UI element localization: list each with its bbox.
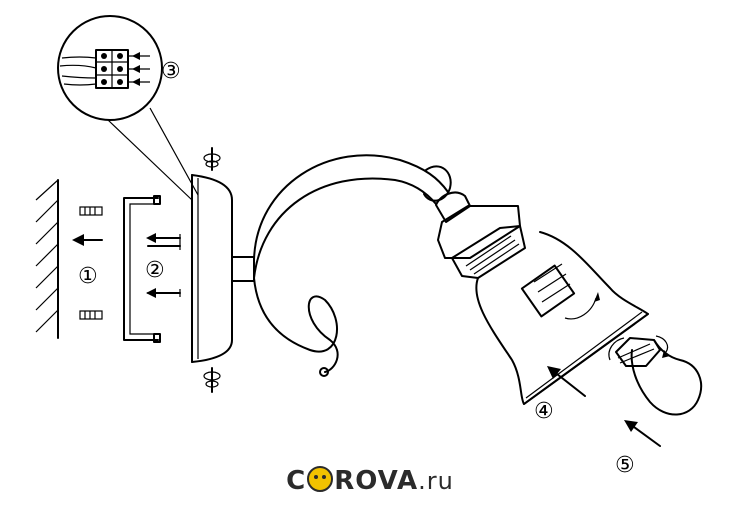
- wall-dowel-top: [79, 206, 103, 216]
- step-3-label: ③: [161, 59, 181, 84]
- lamp-arm: [231, 154, 452, 377]
- lamp-socket-holder: [435, 191, 526, 279]
- step-1-label: ①: [78, 264, 98, 289]
- step-5-label: ⑤: [615, 453, 635, 478]
- mounting-bracket: [123, 195, 161, 343]
- arrow-to-wall: [72, 234, 103, 246]
- bracket-screws: [146, 233, 181, 298]
- watermark-part1: C: [286, 466, 307, 496]
- cap-screw-bottom: [203, 367, 221, 393]
- wall-dowel-bottom: [79, 310, 103, 320]
- cow-logo-icon: [307, 466, 334, 492]
- step-4-label: ④: [534, 399, 554, 424]
- glass-shade: [475, 231, 649, 405]
- step-2-label: ②: [145, 258, 165, 283]
- arrow-bulb: [624, 420, 661, 447]
- arrow-shade: [547, 366, 586, 397]
- wall: [35, 179, 59, 339]
- site-watermark: C ROVA.ru: [0, 466, 740, 496]
- light-bulb: [608, 335, 703, 416]
- canopy: [191, 174, 233, 363]
- cap-screw-top: [203, 147, 221, 171]
- watermark-part2: ROVA: [334, 466, 419, 496]
- wiring-magnifier: [57, 15, 199, 201]
- watermark-part3: .ru: [418, 467, 454, 495]
